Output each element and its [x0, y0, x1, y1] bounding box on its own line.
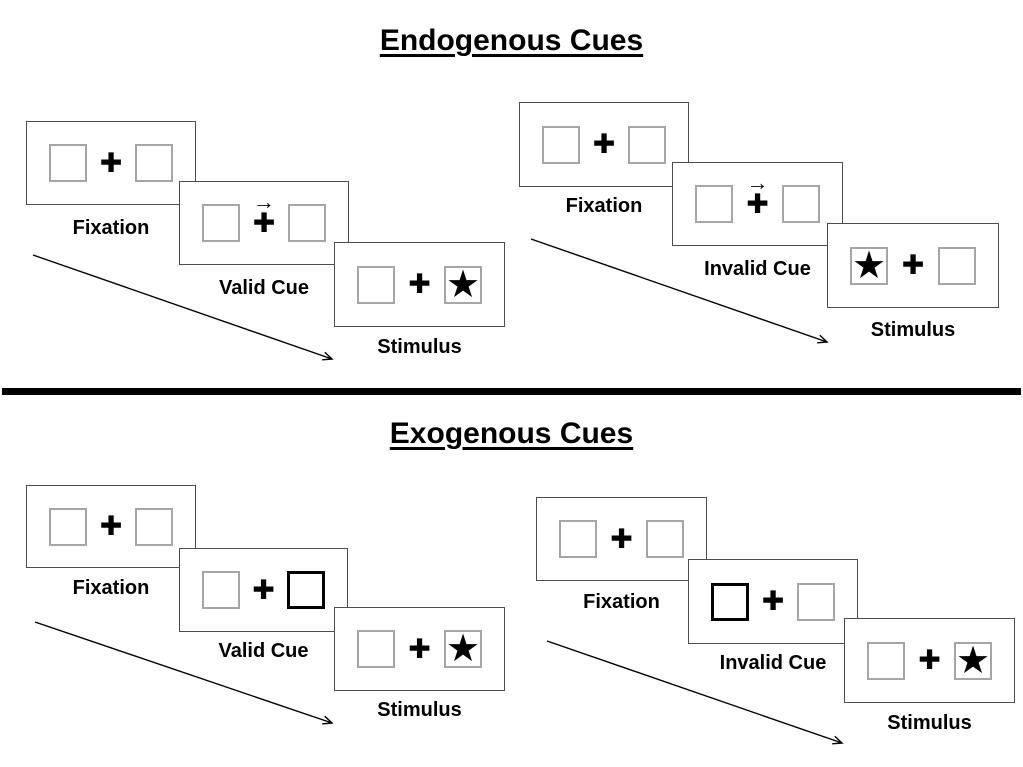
panel-label: Fixation: [72, 217, 150, 239]
panel-label: Invalid Cue: [719, 652, 827, 674]
fixation-cross-icon: ✚: [252, 574, 275, 605]
endo-invalid-cue-panel: → ✚: [672, 162, 843, 246]
plus-glyph: ✚: [408, 269, 431, 299]
endo-valid-stimulus-panel: ✚ ★: [334, 242, 505, 327]
exo-valid-fixation-panel: ✚: [26, 485, 196, 568]
left-box: [357, 630, 395, 668]
endogenous-title: Endogenous Cues: [379, 24, 644, 57]
right-box: [135, 507, 173, 546]
right-arrow-cue-icon: →: [746, 169, 769, 195]
right-box-highlighted-cue: [287, 571, 325, 609]
right-box: [782, 185, 820, 223]
exo-valid-cue-panel: ✚: [179, 548, 348, 632]
timeline-arrow: [530, 238, 829, 344]
right-box: [797, 582, 835, 621]
left-box: [559, 520, 597, 558]
fixation-cross-icon: ✚: [408, 271, 431, 298]
panel-label: Stimulus: [887, 712, 972, 734]
fixation-cross-icon: ✚: [610, 523, 633, 554]
left-box: [202, 571, 240, 609]
endo-invalid-stimulus-panel: ★ ✚: [827, 223, 999, 308]
endo-valid-cue-panel: → ✚: [179, 181, 349, 265]
left-box: [202, 204, 240, 242]
exo-invalid-fixation-panel: ✚: [536, 497, 707, 581]
timeline-arrow: [546, 640, 844, 745]
panel-label: Fixation: [565, 195, 643, 217]
plus-glyph: ✚: [761, 586, 785, 616]
star-icon: ★: [445, 628, 481, 670]
fixation-cross-icon: ✚: [593, 131, 616, 158]
right-box: [938, 246, 976, 285]
right-box: [135, 144, 173, 182]
left-box: [357, 265, 395, 304]
fixation-cross-icon: ✚: [918, 647, 941, 674]
left-box: [542, 125, 580, 164]
endo-invalid-fixation-panel: ✚: [519, 102, 689, 187]
left-box: ★: [850, 244, 888, 287]
panel-label: Valid Cue: [218, 277, 310, 299]
left-box: [867, 641, 905, 680]
panel-label: Stimulus: [377, 336, 462, 358]
plus-glyph: ✚: [252, 574, 275, 605]
left-box: [49, 507, 87, 546]
timeline-arrow: [34, 621, 334, 725]
star-icon: ★: [851, 244, 887, 287]
left-box-highlighted-cue: [711, 582, 749, 621]
plus-glyph: ✚: [252, 207, 276, 238]
fixation-cross-icon: ✚: [99, 147, 123, 178]
endo-valid-fixation-panel: ✚: [26, 121, 196, 205]
fixation-cross-icon: ✚: [408, 633, 431, 664]
exo-invalid-cue-panel: ✚: [688, 559, 858, 644]
timeline-arrow: [32, 254, 334, 361]
plus-glyph: ✚: [99, 147, 123, 178]
star-icon: ★: [955, 639, 991, 682]
panel-label: Invalid Cue: [704, 258, 811, 280]
fixation-cross-icon: → ✚: [746, 171, 769, 219]
panel-label: Stimulus: [377, 699, 462, 721]
panel-label: Stimulus: [870, 319, 956, 341]
plus-glyph: ✚: [918, 645, 941, 675]
plus-glyph: ✚: [408, 633, 431, 664]
exogenous-title: Exogenous Cues: [389, 417, 634, 450]
left-box: [695, 185, 733, 223]
plus-glyph: ✚: [99, 511, 123, 541]
right-box: [646, 520, 684, 558]
plus-glyph: ✚: [901, 250, 925, 280]
plus-glyph: ✚: [592, 129, 616, 159]
right-box: ★: [444, 263, 482, 306]
panel-label: Fixation: [72, 577, 150, 599]
fixation-cross-icon: ✚: [100, 513, 123, 540]
right-arrow-cue-icon: →: [253, 188, 275, 214]
star-icon: ★: [445, 263, 481, 306]
right-box: ★: [444, 630, 482, 668]
fixation-cross-icon: ✚: [762, 588, 785, 615]
plus-glyph: ✚: [610, 523, 633, 554]
panel-label: Fixation: [583, 591, 660, 613]
right-box: [628, 125, 666, 164]
fixation-cross-icon: ✚: [902, 252, 925, 279]
left-box: [49, 144, 87, 182]
right-box: [288, 204, 326, 242]
fixation-cross-icon: → ✚: [252, 190, 276, 238]
section-divider: [2, 388, 1021, 395]
exo-valid-stimulus-panel: ✚ ★: [334, 607, 505, 691]
right-box: ★: [954, 639, 992, 682]
plus-glyph: ✚: [746, 188, 769, 219]
exo-invalid-stimulus-panel: ✚ ★: [844, 618, 1015, 703]
panel-label: Valid Cue: [218, 640, 309, 662]
